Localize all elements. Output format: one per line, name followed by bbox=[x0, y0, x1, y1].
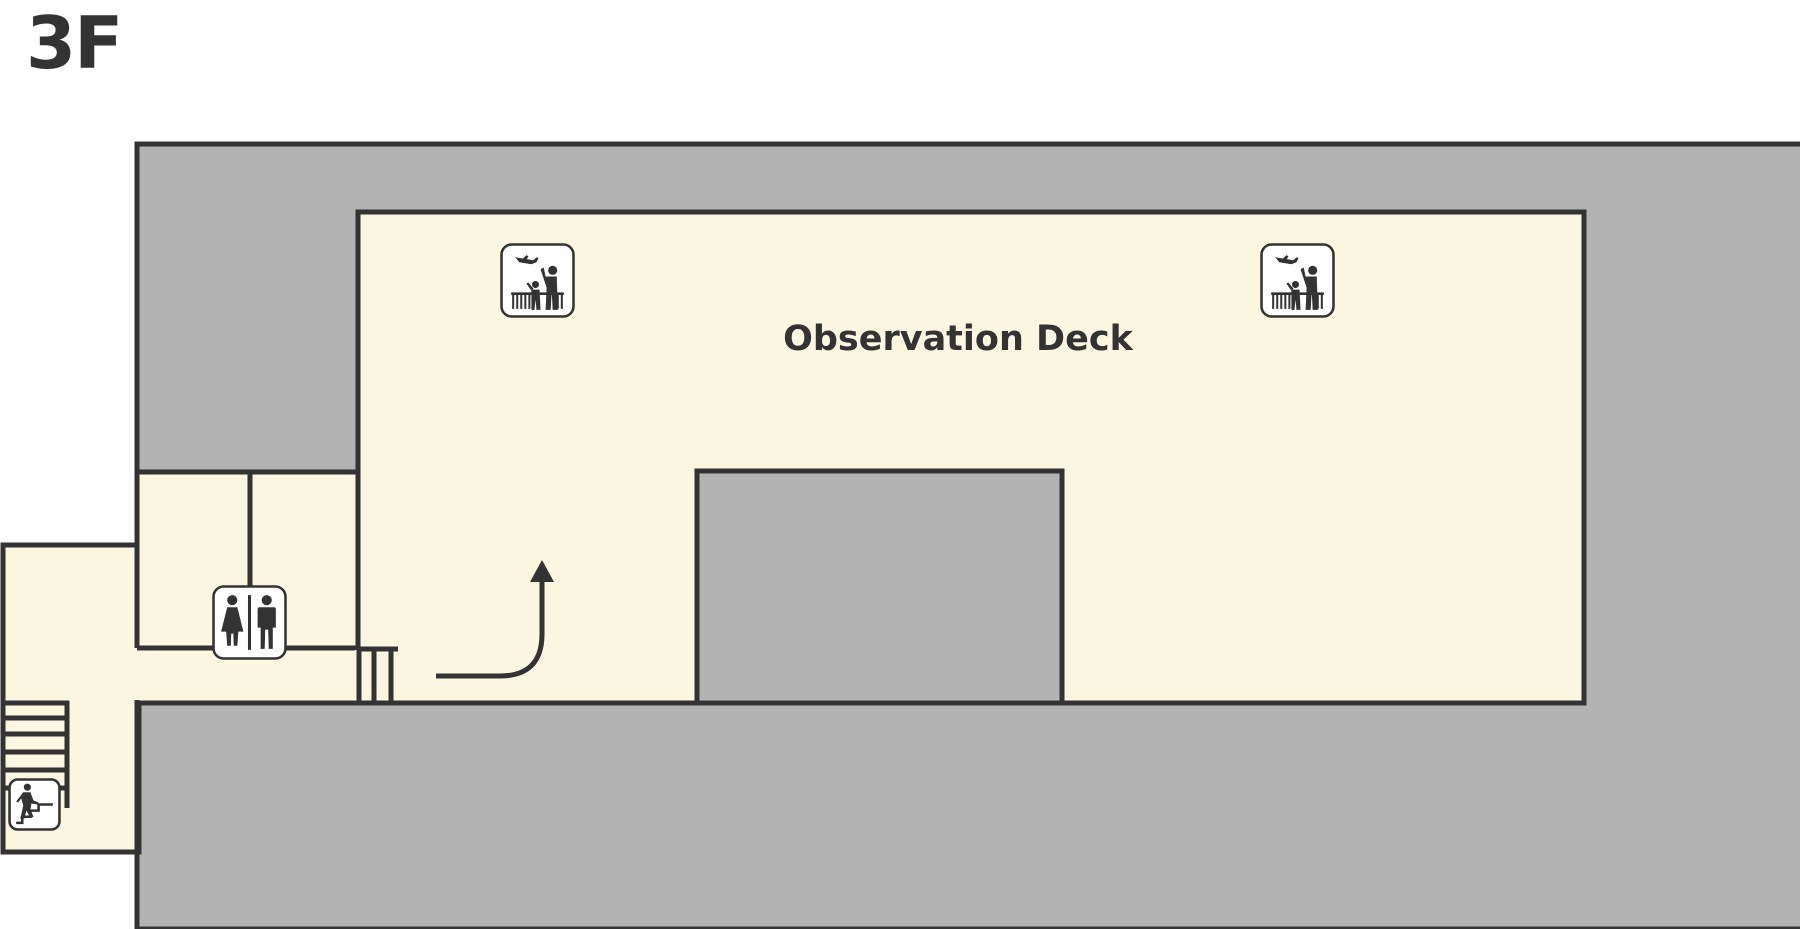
observation-deck-icon bbox=[1260, 243, 1335, 318]
entrance-rails bbox=[356, 646, 398, 703]
stairs-icon bbox=[8, 778, 61, 831]
floor-label: 3F bbox=[26, 1, 123, 85]
restroom-icon bbox=[212, 585, 287, 660]
central-restricted-block bbox=[694, 468, 1065, 706]
observation-deck-icon bbox=[500, 243, 575, 318]
observation-deck-label: Observation Deck bbox=[783, 319, 1133, 359]
direction-arrow-icon bbox=[436, 560, 554, 679]
